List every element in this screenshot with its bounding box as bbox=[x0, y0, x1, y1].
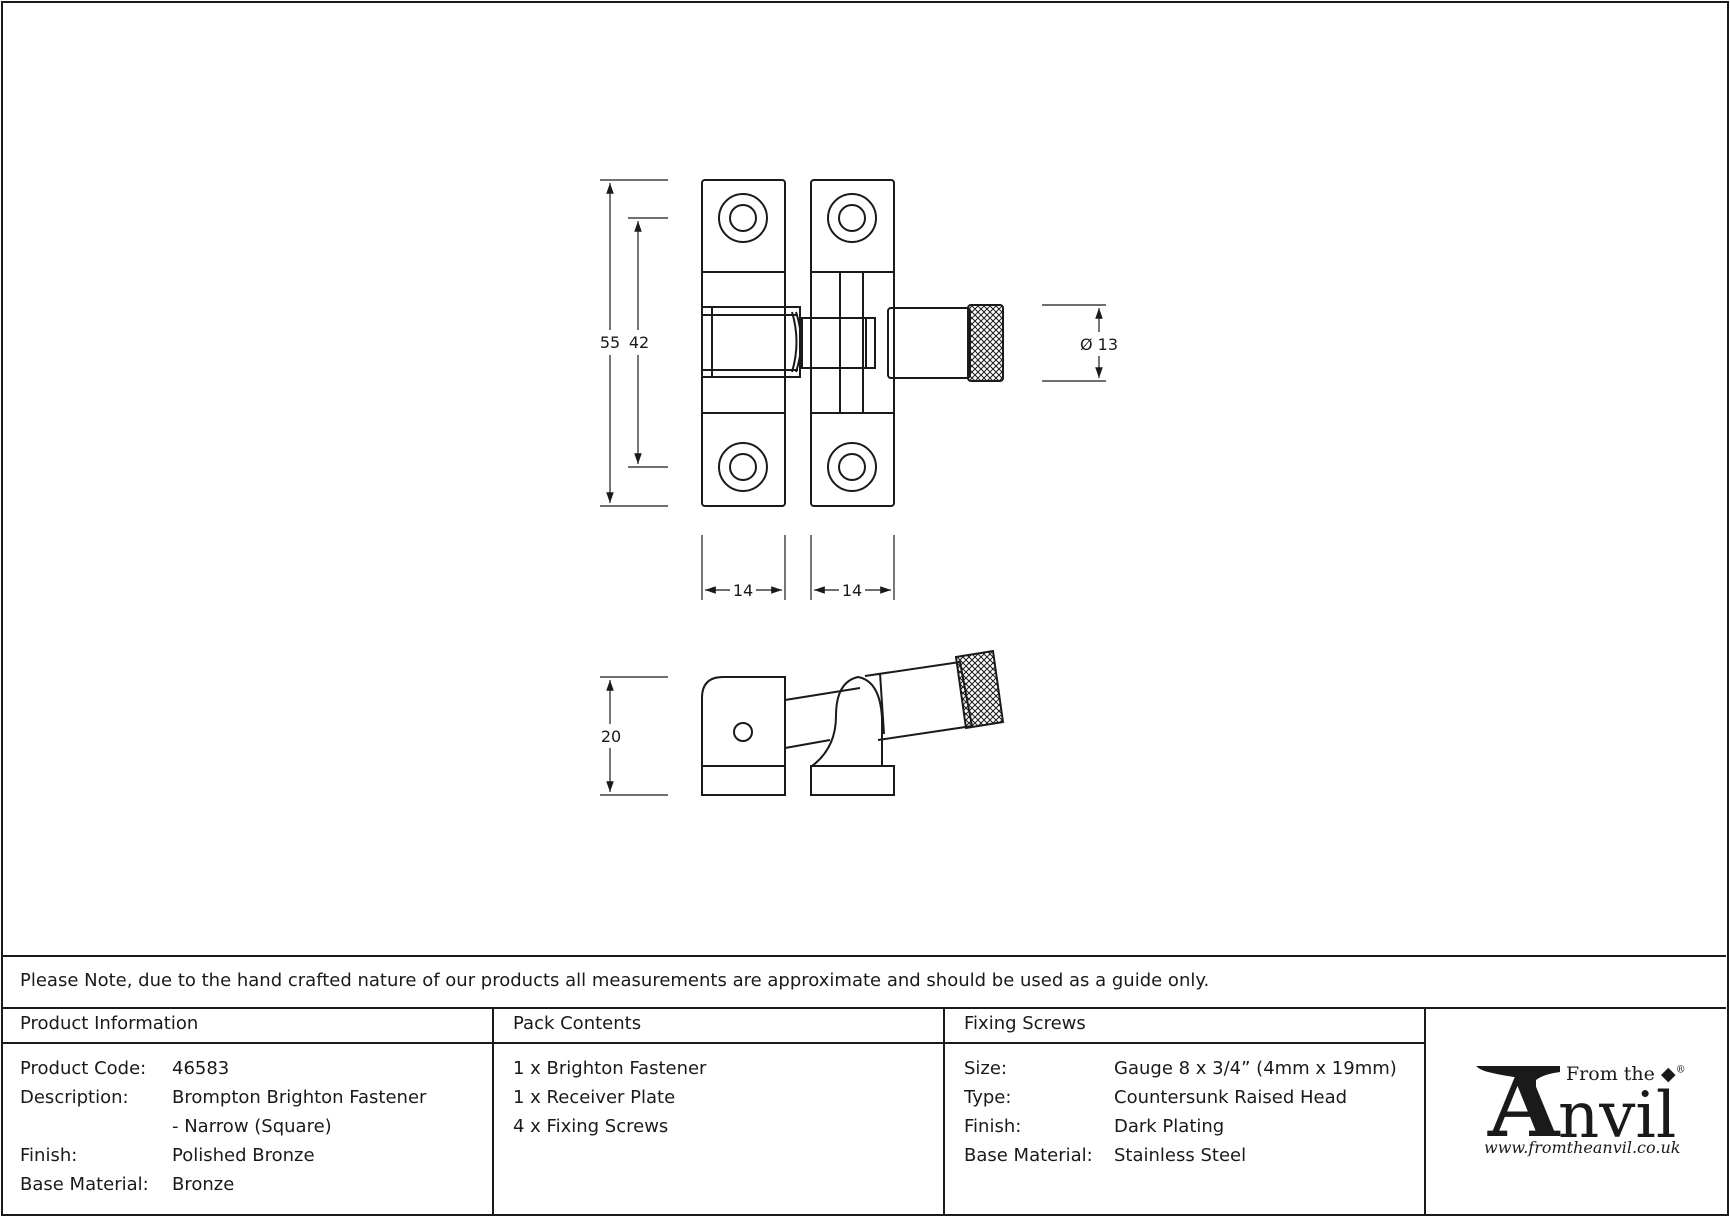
product-information-heading: Product Information bbox=[20, 1013, 199, 1034]
dimension-overall-height: 55 bbox=[600, 333, 620, 352]
anvil-icon bbox=[1476, 1066, 1560, 1086]
logo-from-the: From the ◆® bbox=[1566, 1063, 1686, 1085]
dimension-left-plate-width: 14 bbox=[733, 581, 753, 600]
fixing-screws-heading: Fixing Screws bbox=[964, 1013, 1086, 1034]
measurement-note: Please Note, due to the hand crafted nat… bbox=[20, 970, 1210, 991]
registered-mark: ® bbox=[1675, 1064, 1686, 1076]
screw-size-label: Size: bbox=[964, 1058, 1008, 1079]
product-code-value: 46583 bbox=[172, 1058, 230, 1079]
screw-material-label: Base Material: bbox=[964, 1145, 1093, 1166]
pack-item: 1 x Receiver Plate bbox=[513, 1087, 676, 1108]
fastener-side-view bbox=[701, 649, 1005, 796]
pack-contents-heading: Pack Contents bbox=[513, 1013, 642, 1034]
logo-url: www.fromtheanvil.co.uk bbox=[1484, 1138, 1681, 1157]
screw-material-value: Stainless Steel bbox=[1114, 1145, 1247, 1166]
right-plate-front bbox=[801, 179, 1004, 507]
logo-from-the-text: From the bbox=[1566, 1063, 1655, 1085]
screw-type-label: Type: bbox=[964, 1087, 1012, 1108]
screw-finish-label: Finish: bbox=[964, 1116, 1022, 1137]
description-continued-value: - Narrow (Square) bbox=[172, 1116, 332, 1137]
pack-item: 4 x Fixing Screws bbox=[513, 1116, 669, 1137]
base-material-value: Bronze bbox=[172, 1174, 235, 1195]
dimension-knob-diameter: Ø 13 bbox=[1080, 335, 1118, 354]
dimension-side-height: 20 bbox=[601, 727, 621, 746]
left-plate-front bbox=[701, 179, 802, 507]
logo-letter-a: A bbox=[1488, 1050, 1560, 1158]
product-code-label: Product Code: bbox=[20, 1058, 147, 1079]
base-material-label: Base Material: bbox=[20, 1174, 149, 1195]
screw-type-value: Countersunk Raised Head bbox=[1114, 1087, 1348, 1108]
diamond-icon: ◆ bbox=[1660, 1063, 1676, 1085]
description-value: Brompton Brighton Fastener bbox=[172, 1087, 427, 1108]
finish-label: Finish: bbox=[20, 1145, 78, 1166]
screw-finish-value: Dark Plating bbox=[1114, 1116, 1225, 1137]
finish-value: Polished Bronze bbox=[172, 1145, 315, 1166]
logo-letters-nvil: nvil bbox=[1558, 1079, 1677, 1153]
dimension-hole-spacing: 42 bbox=[629, 333, 649, 352]
description-label: Description: bbox=[20, 1087, 129, 1108]
screw-size-value: Gauge 8 x 3/4” (4mm x 19mm) bbox=[1114, 1058, 1397, 1079]
pack-item: 1 x Brighton Fastener bbox=[513, 1058, 707, 1079]
dimension-right-plate-width: 14 bbox=[842, 581, 862, 600]
